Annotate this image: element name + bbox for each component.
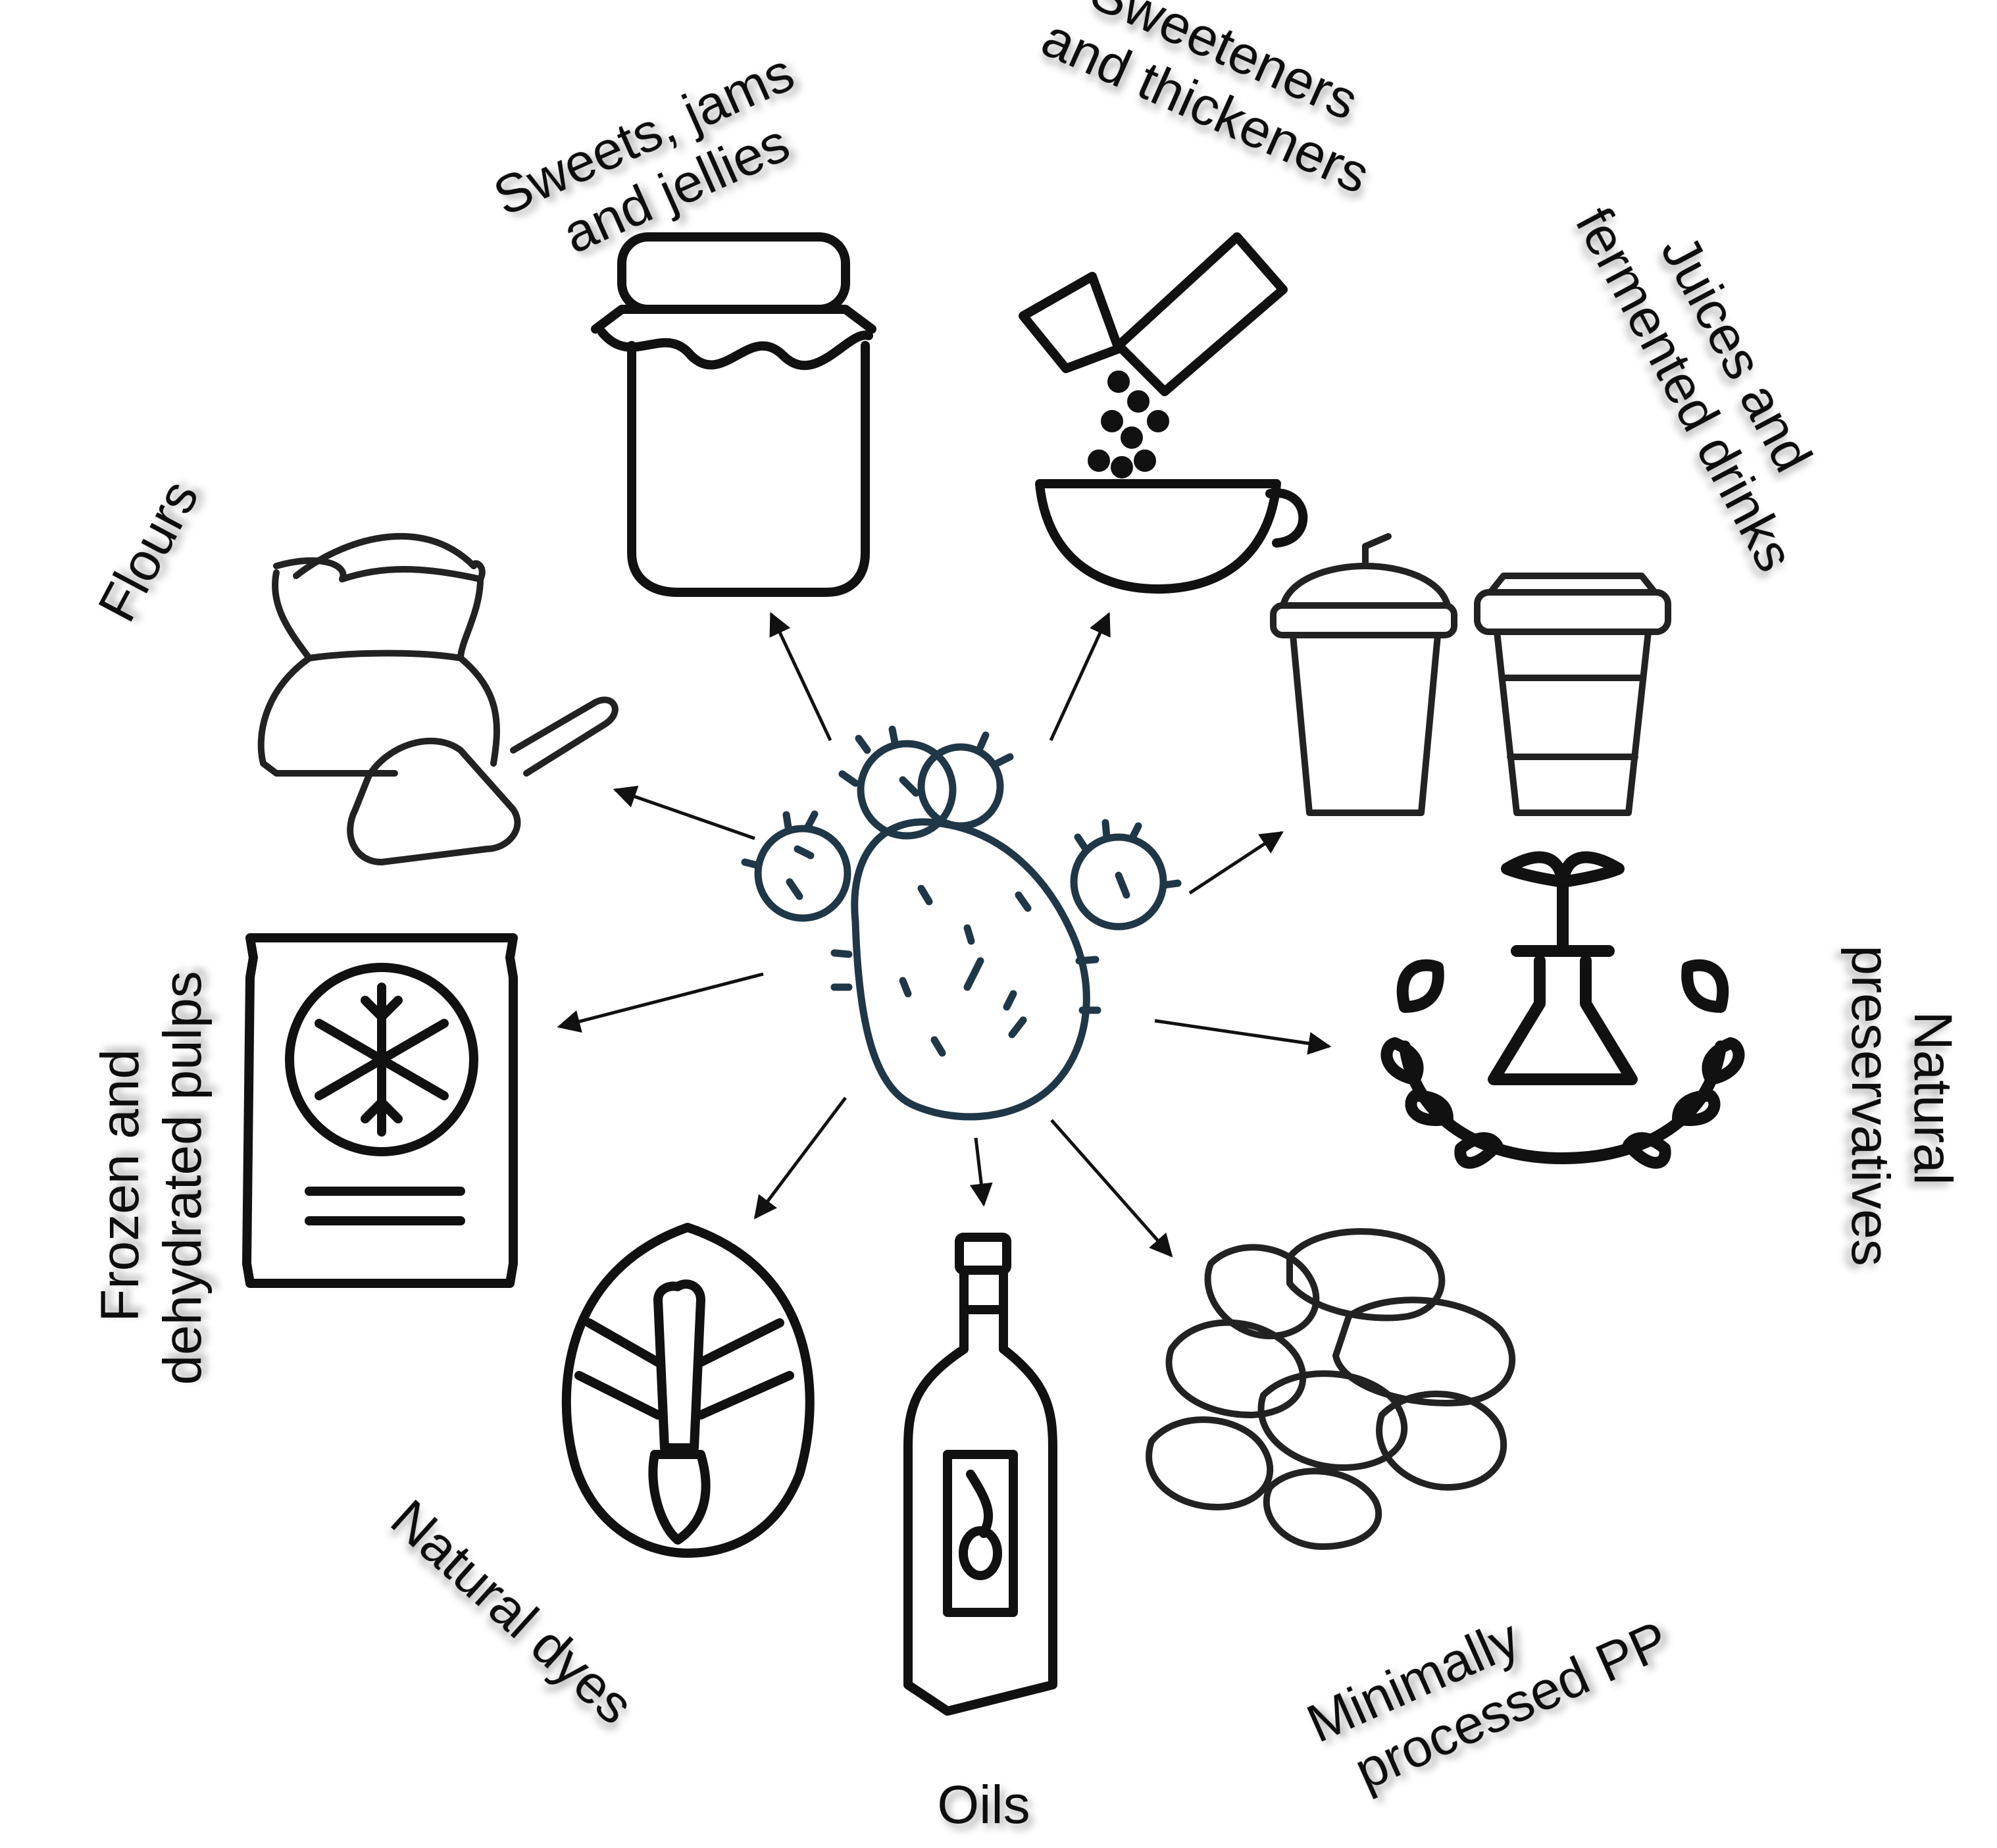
oil-bottle-icon [903, 1233, 1057, 1716]
frozen-bag-icon [242, 933, 518, 1288]
drink-cups-icon [1270, 533, 1671, 816]
label-dyes: Natural dyes [380, 1489, 645, 1736]
label-juices: Juices and fermented drinks [1564, 168, 1861, 581]
label-preservatives-line1: Natural [1903, 1011, 1963, 1185]
label-frozen-line1: Frozen and [90, 1049, 150, 1322]
label-preservatives: Natural preservatives [1840, 945, 1963, 1266]
label-preservatives-line2: preservatives [1840, 945, 1900, 1266]
prickly-pear-cactus-icon [741, 725, 1182, 1121]
arrow-to-minimal [1050, 1119, 1173, 1258]
label-sweets: Sweets, jams and jellies [485, 36, 842, 285]
arrow-to-flours [613, 785, 755, 840]
flask-laurel-icon [1380, 851, 1745, 1169]
arrow-to-frozen [557, 972, 764, 1033]
arrow-to-oils [969, 1137, 993, 1207]
flour-sack-scoop-icon [257, 532, 619, 865]
label-frozen: Frozen and dehydrated pulps [90, 971, 213, 1385]
arrow-to-preservatives [1154, 1019, 1332, 1055]
jam-jar-icon [591, 232, 876, 597]
sugar-sachet-cup-icon [1019, 232, 1308, 594]
label-sweeteners: Sweeteners and thickeners [1033, 0, 1403, 205]
arrows [557, 611, 1332, 1258]
arrow-to-juices [1188, 831, 1284, 895]
label-flours: Flours [87, 471, 210, 631]
arrow-to-sweeteners [1049, 611, 1111, 742]
leaf-brush-icon [561, 1223, 815, 1558]
label-minimal: Minimally processed PP [1298, 1553, 1677, 1811]
label-oils: Oils [937, 1775, 1030, 1835]
dried-fruit-pieces-icon [1146, 1228, 1516, 1550]
label-frozen-line2: dehydrated pulps [153, 971, 213, 1385]
arrow-to-dyes [753, 1096, 847, 1219]
arrow-to-sweets [769, 611, 832, 742]
